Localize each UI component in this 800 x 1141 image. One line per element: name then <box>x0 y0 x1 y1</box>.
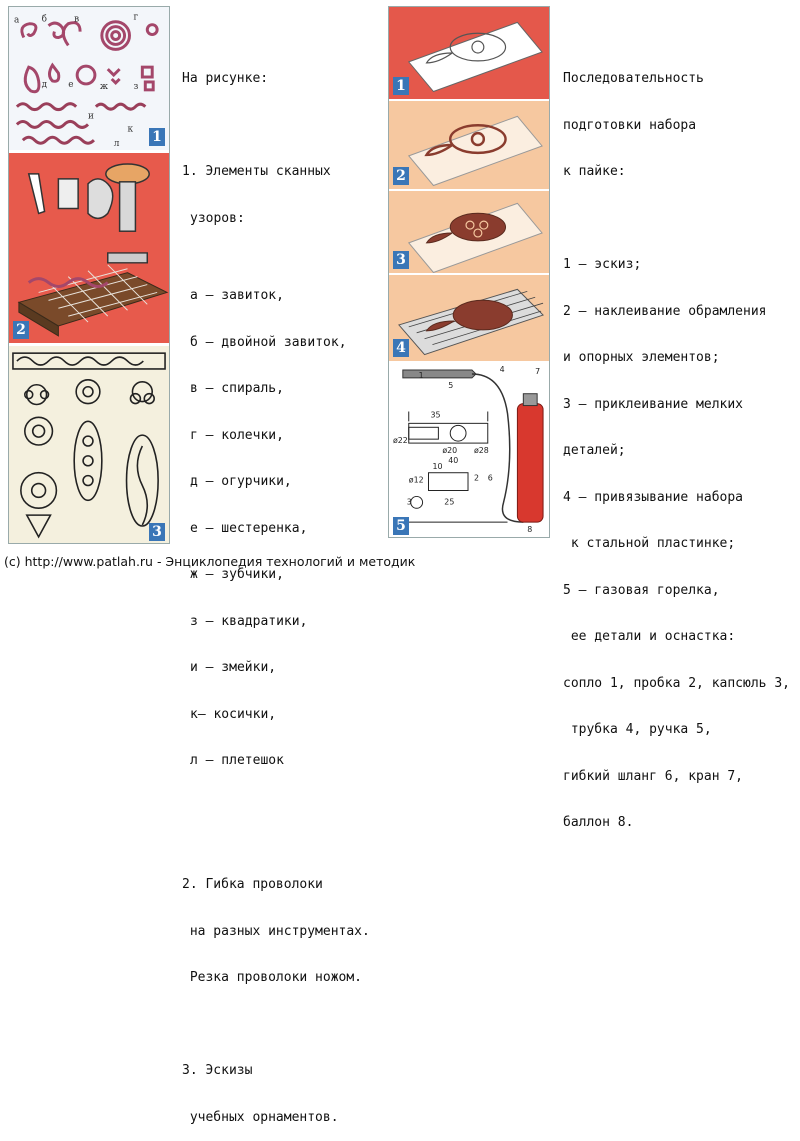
part-6: 6 <box>488 474 493 483</box>
right-heading-line3: к пайке: <box>563 164 626 179</box>
dim-d22: ø22 <box>393 436 408 445</box>
dim-d20: ø20 <box>442 446 457 455</box>
letter-d: д <box>42 80 48 90</box>
element-l: л — плетешок <box>190 753 284 768</box>
step-text-2: и опорных элементов; <box>563 350 720 365</box>
panel-1-filigree-elements: а б в г д е ж з и к л 1 <box>9 7 169 150</box>
left-heading: На рисунке: <box>182 71 269 86</box>
part-1: 1 <box>419 371 424 380</box>
step-2-badge: 2 <box>393 167 409 185</box>
element-z: з — квадратики, <box>190 613 308 629</box>
letter-i: и <box>88 112 94 122</box>
letter-z: з <box>133 82 138 92</box>
part-7: 7 <box>535 367 540 376</box>
step-5-torch-panel: 35 ø20 ø28 40 ø22 ø12 10 25 1 2 3 4 5 6 … <box>389 363 549 537</box>
step-text-6: к стальной пластинке; <box>563 536 736 551</box>
sketch-drawing <box>407 21 543 93</box>
dim-40: 40 <box>448 456 458 465</box>
step-1-sketch-panel: 1 <box>389 7 549 99</box>
element-i: и — змейки, <box>190 660 277 675</box>
panel-3-ornament-sketches: 3 <box>9 346 169 543</box>
binding-drawing <box>398 288 544 356</box>
letter-g: г <box>133 13 138 23</box>
gas-torch-drawing: 35 ø20 ø28 40 ø22 ø12 10 25 1 2 3 4 5 6 … <box>393 365 544 534</box>
letter-b: б <box>42 14 47 25</box>
element-b: б — двойной завиток, <box>190 334 347 350</box>
panel-2-badge: 2 <box>13 321 29 339</box>
panel-2-bending-tools: 2 <box>9 153 169 343</box>
step-4-binding-panel: 4 <box>389 275 549 361</box>
panel-1-badge: 1 <box>149 128 165 146</box>
ornament-sketches-drawing <box>12 352 166 539</box>
part-2: 2 <box>474 474 479 483</box>
dim-25: 25 <box>444 497 454 506</box>
letter-k: к <box>128 124 134 134</box>
step-4-badge: 4 <box>393 339 409 357</box>
step-3-details-panel: 3 <box>389 191 549 273</box>
element-list: а — завиток, б — двойной завиток, в — сп… <box>182 257 370 800</box>
step-text-4: деталей; <box>563 443 626 458</box>
part-4: 4 <box>500 365 505 374</box>
letter-v: в <box>74 15 79 25</box>
part-3: 3 <box>407 497 412 506</box>
item2-line3: Резка проволоки ножом. <box>182 970 363 985</box>
frame-drawing <box>407 115 543 187</box>
right-illustration-strip: 1 2 3 <box>388 6 550 538</box>
dim-35: 35 <box>430 410 440 419</box>
element-v: в — спираль, <box>190 381 284 396</box>
item3-line2: учебных орнаментов. <box>182 1109 339 1125</box>
element-d: д — огурчики, <box>190 474 292 489</box>
step-text-11: гибкий шланг 6, кран 7, <box>563 768 744 784</box>
step-text-0: 1 — эскиз; <box>563 257 642 272</box>
letter-e: е <box>68 80 73 90</box>
details-drawing <box>407 202 543 273</box>
part-8: 8 <box>527 525 532 534</box>
left-illustration-strip: а б в г д е ж з и к л 1 <box>8 6 170 544</box>
step-3-badge: 3 <box>393 251 409 269</box>
letter-a: а <box>14 16 20 26</box>
letter-zh: ж <box>100 82 109 92</box>
item3-line1: 3. Эскизы <box>182 1063 253 1078</box>
step-text-3: 3 — приклеивание мелких <box>563 396 744 412</box>
right-heading-line2: подготовки набора <box>563 117 697 133</box>
left-caption: На рисунке: 1. Элементы сканных узоров: … <box>182 40 370 1141</box>
step-text-8: ее детали и оснастка: <box>563 629 736 644</box>
step-text-5: 4 — привязывание набора <box>563 489 744 505</box>
dim-10: 10 <box>432 462 442 471</box>
item2-line2: на разных инструментах. <box>182 923 370 939</box>
copyright-footer: (c) http://www.patlah.ru - Энциклопедия … <box>4 554 416 569</box>
step-1-badge: 1 <box>393 77 409 95</box>
dim-d28: ø28 <box>474 446 489 455</box>
bending-tools-drawing <box>17 163 169 337</box>
right-heading-line1: Последовательность <box>563 71 704 86</box>
element-zh: ж — зубчики, <box>190 567 284 582</box>
item2-line1: 2. Гибка проволоки <box>182 877 323 892</box>
right-caption: Последовательность подготовки набора к п… <box>563 40 790 846</box>
filigree-elements-drawing: а б в г д е ж з и к л <box>14 13 159 149</box>
element-k: к— косички, <box>190 706 277 722</box>
step-5-badge: 5 <box>393 517 409 535</box>
dim-d12: ø12 <box>409 476 424 485</box>
element-e: е — шестеренка, <box>190 520 308 536</box>
element-a: а — завиток, <box>190 288 284 303</box>
item1-line2: узоров: <box>190 210 245 226</box>
panel-3-badge: 3 <box>149 523 165 541</box>
step-text-1: 2 — наклеивание обрамления <box>563 303 767 319</box>
step-2-frame-panel: 2 <box>389 101 549 189</box>
step-text-7: 5 — газовая горелка, <box>563 582 720 598</box>
letter-l: л <box>114 139 120 149</box>
element-g: г — колечки, <box>190 427 284 443</box>
step-text-10: трубка 4, ручка 5, <box>563 722 712 737</box>
part-5: 5 <box>448 381 453 390</box>
item1-line1: 1. Элементы сканных <box>182 164 331 179</box>
step-text-9: сопло 1, пробка 2, капсюль 3, <box>563 675 790 691</box>
step-text-12: баллон 8. <box>563 815 634 830</box>
